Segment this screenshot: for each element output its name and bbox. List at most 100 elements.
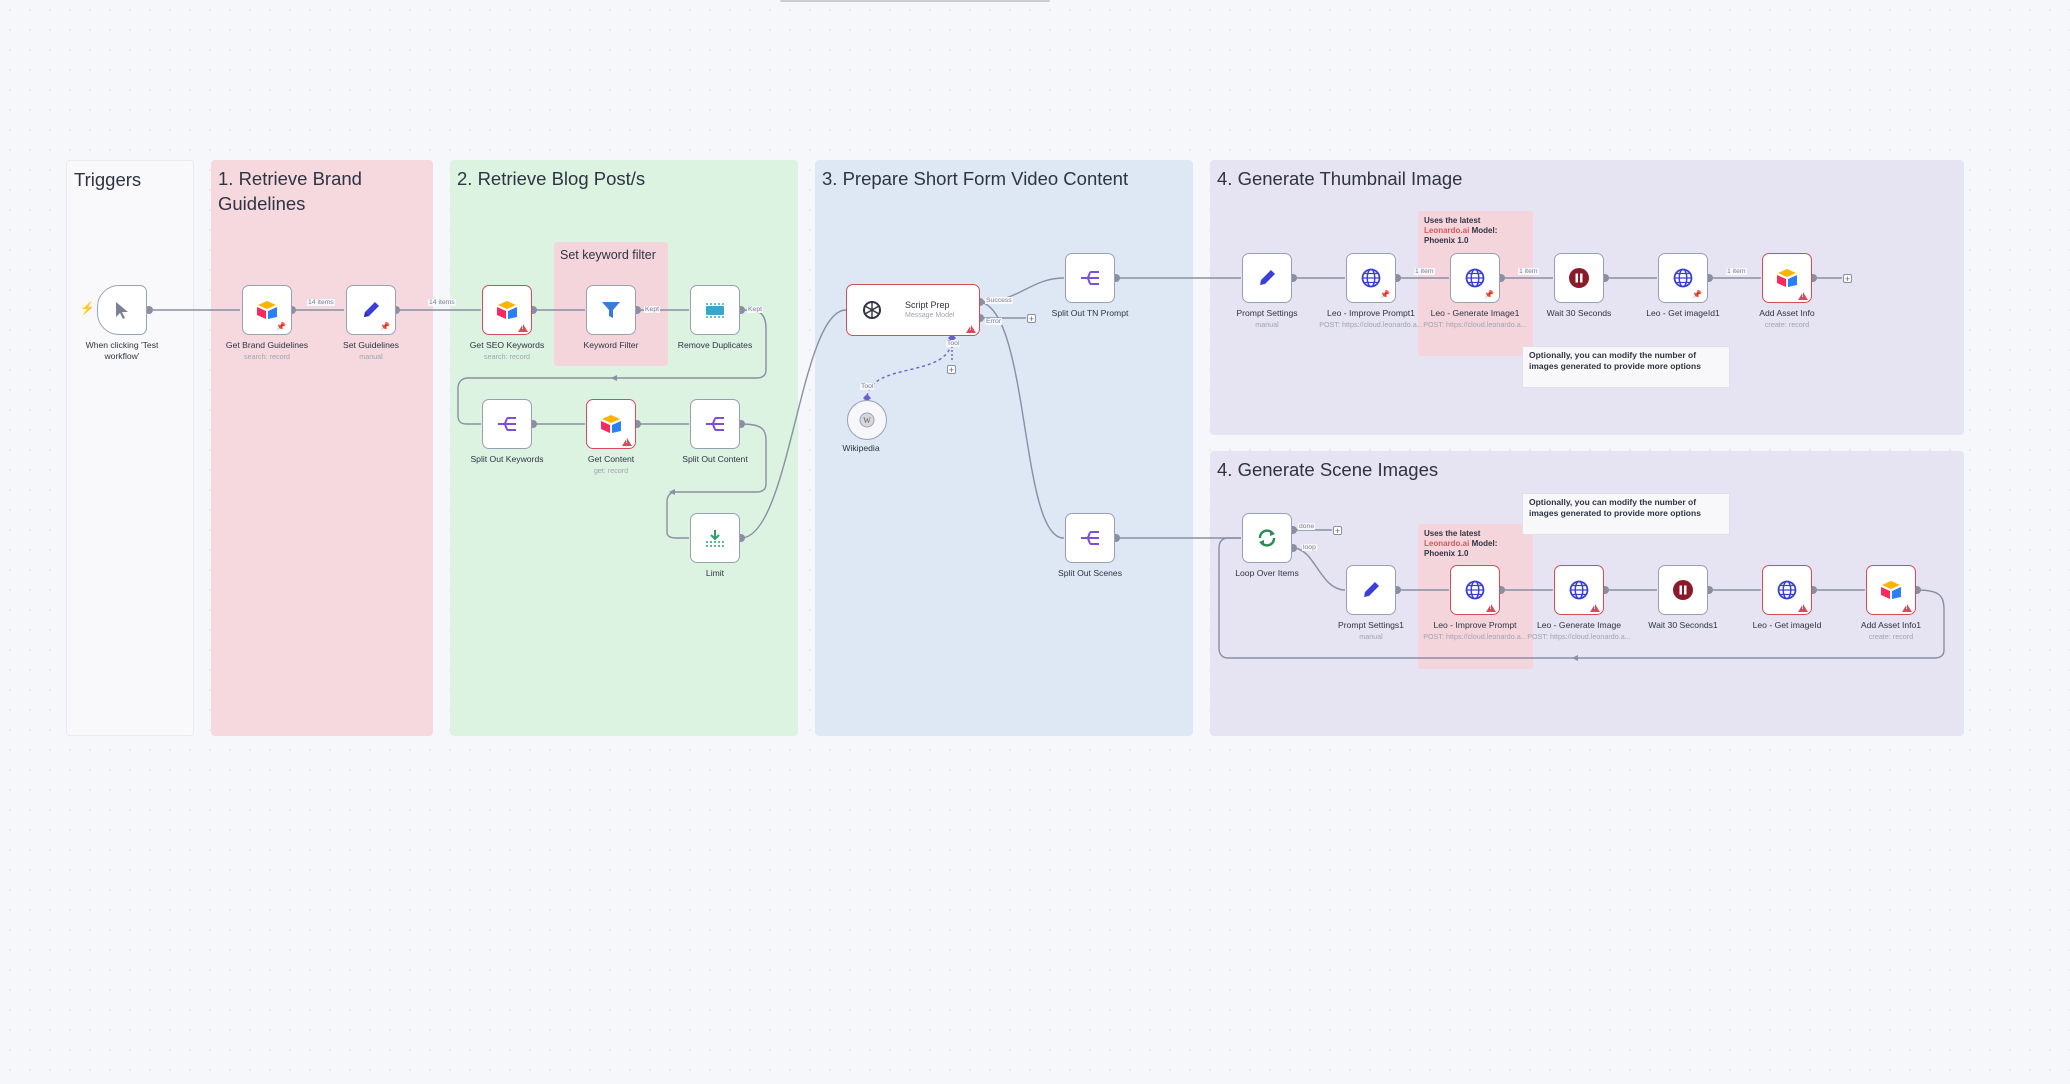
pin-icon: 📌	[1380, 290, 1390, 299]
node-get-content[interactable]	[586, 399, 636, 449]
edge-label-loop: loop	[1302, 544, 1317, 551]
edge	[979, 301, 1065, 539]
node-label: Prompt Settings	[1236, 308, 1298, 318]
node-label: Add Asset Info1	[1860, 620, 1922, 630]
node-limit[interactable]	[690, 513, 740, 563]
node-split-out-keywords[interactable]	[482, 399, 532, 449]
node-loop-over-items[interactable]	[1242, 513, 1292, 563]
edge-label-done: done	[1298, 523, 1316, 530]
node-subtitle: search: record	[244, 352, 290, 361]
note-leo-version: Phoenix 1.0	[1424, 236, 1469, 245]
node-label: Wait 30 Seconds	[1546, 308, 1612, 318]
edge-label-one-item: 1 item	[1414, 268, 1435, 275]
note-leo-prefix: Uses the latest	[1424, 216, 1481, 225]
edge	[1292, 547, 1346, 591]
node-add-asset-info[interactable]	[1762, 253, 1812, 303]
pause-icon	[1569, 268, 1589, 288]
node-set-guidelines[interactable]: 📌	[346, 285, 396, 335]
node-label: Get SEO Keywords	[469, 340, 545, 350]
group-title-blog: 2. Retrieve Blog Post/s	[457, 168, 646, 189]
node-leo-improve-prompt[interactable]	[1450, 565, 1500, 615]
node-subtitle: POST: https://cloud.leonardo.a...	[1527, 632, 1631, 641]
node-prompt-settings1[interactable]	[1346, 565, 1396, 615]
node-script-prep[interactable]: Script Prep Message Model	[846, 284, 980, 336]
node-split-out-content[interactable]	[690, 399, 740, 449]
node-label: Loop Over Items	[1235, 568, 1299, 578]
node-leo-improve-prompt1[interactable]: 📌	[1346, 253, 1396, 303]
group-video[interactable]: 3. Prepare Short Form Video Content	[815, 160, 1193, 736]
note-leo-model-thumb-text: Uses the latest Leonardo.ai Model: Phoen…	[1418, 211, 1533, 251]
edge-label-tool: Tool	[946, 340, 961, 347]
add-tool-button[interactable]: +	[947, 365, 956, 375]
node-wait-30-seconds[interactable]	[1554, 253, 1604, 303]
node-label: Split Out Content	[682, 454, 748, 464]
node-wait-30-seconds1[interactable]	[1658, 565, 1708, 615]
note-optional-scenes[interactable]: Optionally, you can modify the number of…	[1522, 493, 1730, 535]
node-label: Add Asset Info	[1759, 308, 1815, 318]
group-brand[interactable]: 1. Retrieve Brand Guidelines	[211, 160, 433, 736]
node-split-out-tn-prompt[interactable]	[1065, 253, 1115, 303]
node-label: Script Prep	[905, 300, 950, 310]
limit-icon	[706, 530, 724, 547]
script-prep-text: Script Prep Message Model	[905, 300, 954, 320]
node-get-seo-keywords[interactable]	[482, 285, 532, 335]
add-node-button[interactable]: +	[1843, 274, 1852, 284]
node-subtitle: POST: https://cloud.leonardo.a...	[1423, 320, 1527, 329]
node-label: Split Out Scenes	[1057, 568, 1122, 578]
warning-icon	[1486, 604, 1496, 612]
node-label: Limit	[705, 568, 725, 578]
pin-icon: 📌	[276, 322, 286, 331]
note-leo-version: Phoenix 1.0	[1424, 549, 1469, 558]
cursor-icon	[116, 302, 128, 319]
globe-icon	[1361, 268, 1381, 288]
node-add-asset-info1[interactable]	[1866, 565, 1916, 615]
edge-label-success: Success	[985, 297, 1013, 304]
node-label: Wikipedia	[842, 443, 880, 453]
node-prompt-settings[interactable]	[1242, 253, 1292, 303]
filter-icon	[602, 302, 620, 318]
node-keyword-filter[interactable]	[586, 285, 636, 335]
edge	[1218, 537, 1945, 659]
edge-label-items: 14 items	[428, 299, 456, 306]
edge-label-kept: Kept	[747, 306, 763, 313]
note-leo-brand: Leonardo.ai	[1424, 539, 1470, 548]
node-label: Remove Duplicates	[677, 340, 753, 350]
edge-label-error: Error	[985, 318, 1003, 325]
edge-label-one-item: 1 item	[1518, 268, 1539, 275]
note-leo-model-scenes-text: Uses the latest Leonardo.ai Model: Phoen…	[1418, 524, 1533, 564]
add-node-button[interactable]: +	[1333, 526, 1342, 536]
node-label: Split Out Keywords	[470, 454, 544, 464]
node-label: Set Guidelines	[343, 340, 399, 350]
node-subtitle: POST: https://cloud.leonardo.a...	[1319, 320, 1423, 329]
node-remove-duplicates[interactable]	[690, 285, 740, 335]
globe-icon	[1465, 580, 1485, 600]
globe-icon	[1465, 268, 1485, 288]
pencil-icon	[364, 302, 379, 317]
airtable-icon	[1881, 581, 1901, 599]
node-label: Wait 30 Seconds1	[1648, 620, 1718, 630]
node-label: Leo - Generate Image1	[1430, 308, 1520, 318]
node-subtitle: POST: https://cloud.leonardo.a...	[1423, 632, 1527, 641]
edge-label-kept: Kept	[644, 306, 660, 313]
note-leo-model: Model:	[1471, 539, 1498, 548]
edge	[666, 423, 767, 539]
node-leo-get-imageid[interactable]	[1762, 565, 1812, 615]
node-subtitle: Message Model	[905, 312, 955, 319]
node-leo-generate-image1[interactable]: 📌	[1450, 253, 1500, 303]
node-get-brand-guidelines[interactable]: 📌	[242, 285, 292, 335]
node-split-out-scenes[interactable]	[1065, 513, 1115, 563]
node-wikipedia[interactable]: W	[847, 400, 887, 440]
node-trigger[interactable]	[97, 285, 147, 335]
node-subtitle: get: record	[593, 466, 629, 475]
split-icon	[1081, 531, 1099, 545]
node-subtitle: create: record	[1868, 632, 1914, 641]
group-triggers[interactable]: Triggers	[66, 160, 194, 736]
node-leo-generate-image[interactable]	[1554, 565, 1604, 615]
add-node-button[interactable]: +	[1027, 314, 1036, 324]
note-optional-thumb[interactable]: Optionally, you can modify the number of…	[1522, 346, 1730, 388]
node-leo-get-imageid1[interactable]: 📌	[1658, 253, 1708, 303]
warning-icon	[1798, 604, 1808, 612]
airtable-icon	[497, 301, 517, 319]
